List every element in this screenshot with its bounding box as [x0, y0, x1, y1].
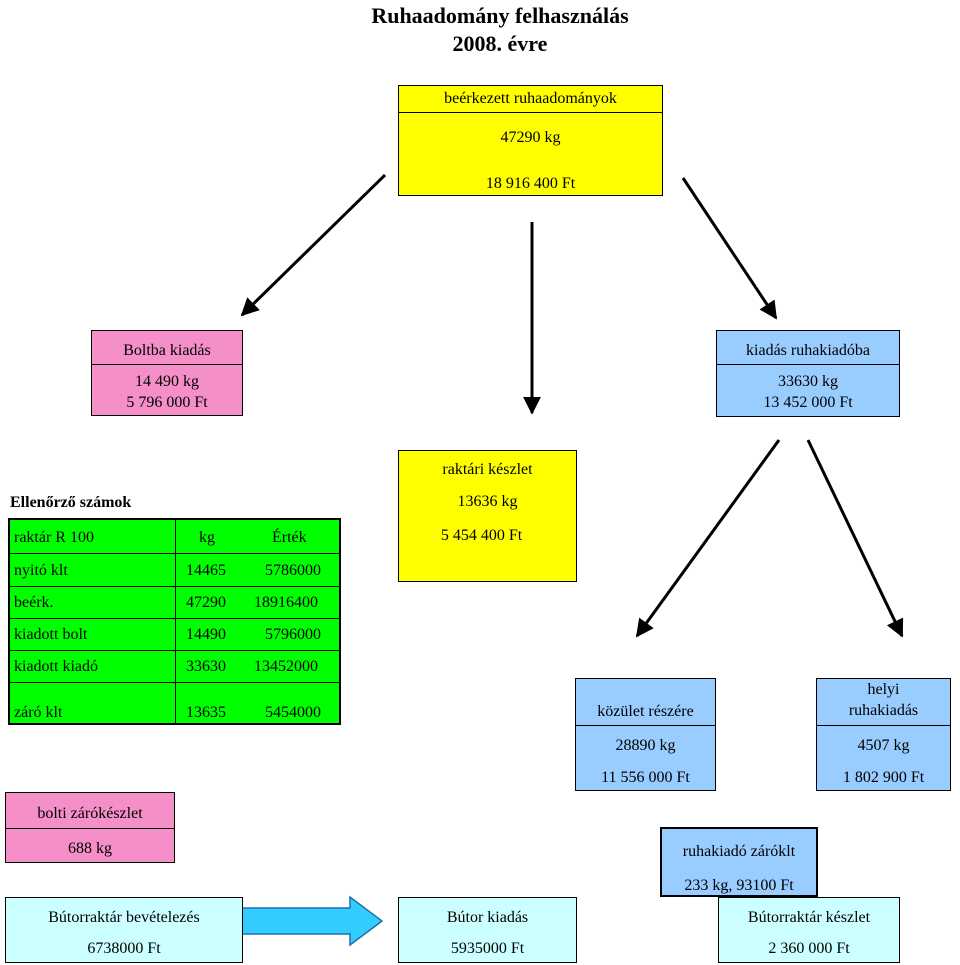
page-title: Ruhaadomány felhasználás 2008. évre [250, 2, 750, 58]
table-cell: 13452000 [254, 658, 318, 675]
local-label-line-2: ruhakiadás [848, 702, 919, 719]
column-divider [175, 520, 176, 723]
table-header-cell: Érték [272, 529, 307, 546]
local-distribution-box: helyi ruhakiadás 4507 kg 1 802 900 Ft [816, 678, 951, 791]
dist-closing-value: 233 kg, 93100 Ft [684, 877, 794, 894]
dist-closing-label: ruhakiadó záróklt [682, 843, 796, 860]
table-cell: 33630 [186, 658, 226, 675]
table-cell: záró klt [14, 704, 63, 721]
arrow-to-shop [240, 173, 387, 317]
divider [717, 364, 899, 365]
row-divider [10, 618, 339, 619]
stock-label: raktári készlet [442, 461, 533, 478]
stock-box: raktári készlet 13636 kg 5 454 400 Ft [398, 450, 577, 582]
shop-closing-kg: 688 kg [68, 840, 112, 857]
furniture-intake-ft: 6738000 Ft [87, 940, 161, 957]
row-divider [10, 682, 339, 683]
table-cell: 5796000 [265, 626, 321, 643]
furniture-intake-label: Bútorraktár bevételezés [48, 909, 200, 926]
table-cell: beérk. [14, 594, 54, 611]
stock-kg: 13636 kg [457, 493, 518, 510]
shop-closing-box: bolti zárókészlet 688 kg [5, 792, 175, 863]
shop-ft: 5 796 000 Ft [126, 394, 208, 411]
divider [817, 725, 950, 726]
community-label: közület részére [597, 703, 694, 720]
distribution-label: kiadás ruhakiadóba [746, 342, 870, 359]
furniture-stock-box: Bútorraktár készlet 2 360 000 Ft [718, 897, 900, 963]
table-cell: 5786000 [265, 562, 321, 579]
furniture-intake-box: Bútorraktár bevételezés 6738000 Ft [5, 897, 243, 963]
divider [576, 725, 715, 726]
table-header-cell: raktár R 100 [14, 529, 94, 546]
community-kg: 28890 kg [615, 737, 676, 754]
table-cell: 13635 [186, 704, 226, 721]
furniture-output-ft: 5935000 Ft [450, 940, 525, 957]
table-cell: kiadott kiadó [14, 658, 98, 675]
arrow-to-distribution [681, 177, 778, 320]
arrow-to-local [806, 439, 904, 638]
furniture-stock-label: Bútorraktár készlet [747, 909, 871, 926]
donations-box: beérkezett ruhaadományok 47290 kg 18 916… [398, 85, 663, 196]
dist-closing-box: ruhakiadó záróklt 233 kg, 93100 Ft [660, 827, 818, 897]
table-cell: 18916400 [254, 594, 318, 611]
furniture-block-arrow [237, 895, 384, 947]
table-cell: 5454000 [265, 704, 321, 721]
arrow-to-community [635, 439, 781, 638]
divider [92, 364, 242, 365]
furniture-stock-ft: 2 360 000 Ft [768, 940, 850, 957]
title-line-2: 2008. évre [452, 31, 548, 56]
table-header-cell: kg [199, 529, 215, 546]
donations-label: beérkezett ruhaadományok [444, 90, 617, 107]
divider [6, 828, 174, 829]
control-heading: Ellenőrző számok [10, 494, 132, 511]
local-ft: 1 802 900 Ft [842, 769, 925, 786]
distribution-box: kiadás ruhakiadóba 33630 kg 13 452 000 F… [716, 330, 900, 417]
community-box: közület részére 28890 kg 11 556 000 Ft [575, 678, 716, 791]
shop-box: Boltba kiadás 14 490 kg 5 796 000 Ft [91, 330, 243, 416]
shop-kg: 14 490 kg [135, 373, 199, 390]
table-cell: 14465 [186, 562, 226, 579]
table-cell: 47290 [186, 594, 226, 611]
divider [399, 112, 662, 113]
local-kg: 4507 kg [857, 737, 910, 754]
furniture-output-label: Bútor kiadás [446, 909, 529, 926]
donations-ft: 18 916 400 Ft [485, 175, 576, 192]
table-cell: 14490 [186, 626, 226, 643]
local-label-line-1: helyi [867, 681, 900, 698]
donations-kg: 47290 kg [500, 129, 561, 146]
row-divider [10, 650, 339, 651]
row-divider [10, 553, 339, 554]
furniture-output-box: Bútor kiadás 5935000 Ft [398, 897, 577, 963]
distribution-kg: 33630 kg [778, 373, 838, 390]
row-divider [10, 586, 339, 587]
community-ft: 11 556 000 Ft [601, 769, 690, 786]
shop-closing-label: bolti zárókészlet [37, 805, 143, 822]
table-cell: nyitó klt [14, 562, 68, 579]
shop-label: Boltba kiadás [123, 342, 211, 359]
title-line-1: Ruhaadomány felhasználás [371, 3, 629, 28]
table-cell: kiadott bolt [14, 626, 88, 643]
control-table: raktár R 100 kg Érték nyitó klt 14465 57… [8, 518, 341, 725]
stock-ft: 5 454 400 Ft [440, 527, 523, 544]
distribution-ft: 13 452 000 Ft [763, 394, 853, 411]
